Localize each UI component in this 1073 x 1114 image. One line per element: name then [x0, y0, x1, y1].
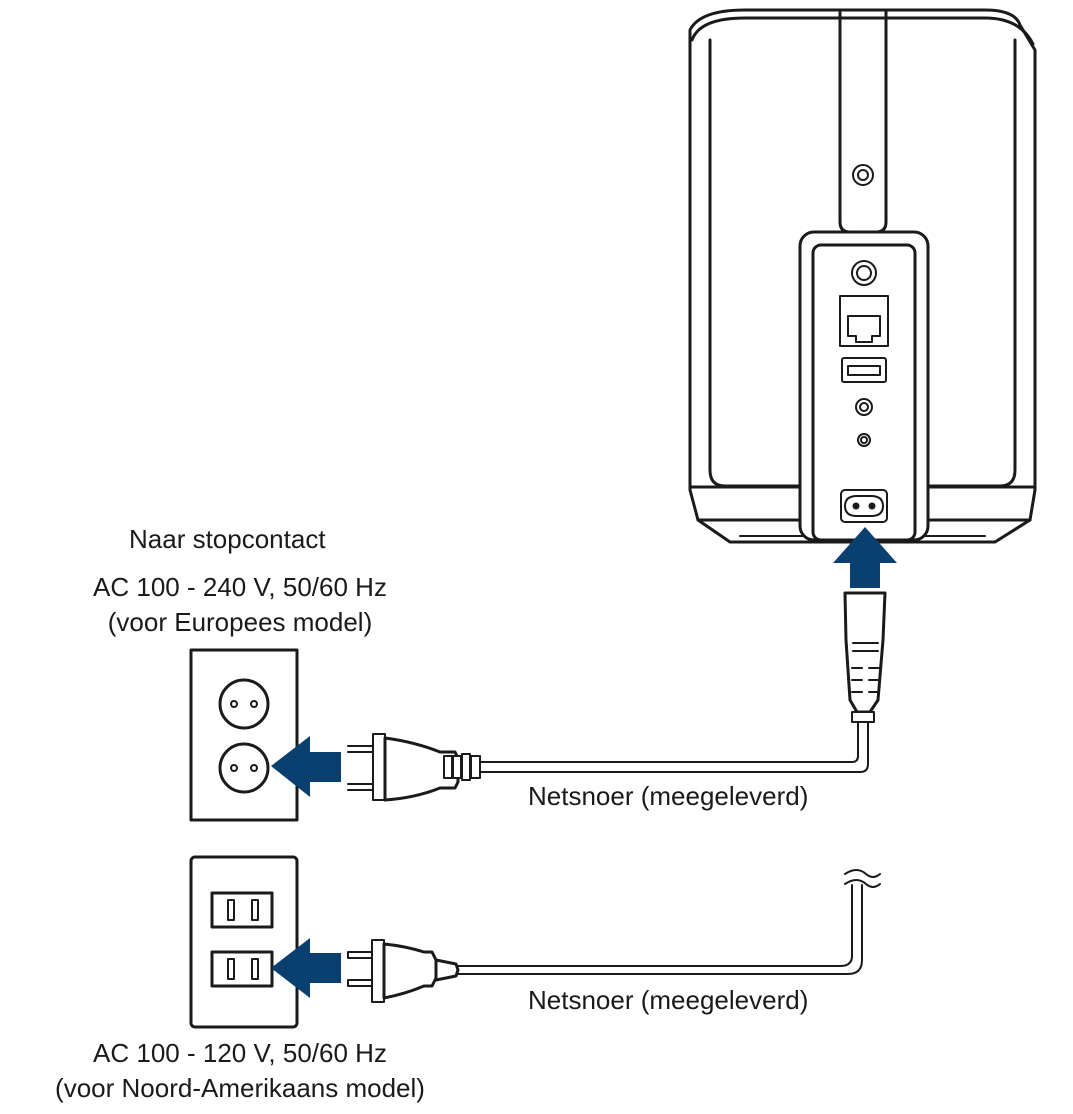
na-plug-icon: [347, 939, 460, 1003]
na-outlet-icon: [189, 855, 299, 1029]
eu-destination-label: Naar stopcontact: [129, 524, 326, 554]
eu-outlet-icon: [189, 648, 299, 822]
na-voltage-label: AC 100 - 120 V, 50/60 Hz: [93, 1038, 387, 1068]
eu-model-label: (voor Europees model): [107, 607, 373, 637]
eu-power-cord: [479, 721, 869, 773]
na-model-label: (voor Noord-Amerikaans model): [55, 1073, 425, 1103]
eu-voltage-label: AC 100 - 240 V, 50/60 Hz: [93, 572, 387, 602]
insert-arrow-na: [271, 938, 341, 998]
eu-cord-label: Netsnoer (meegeleverd): [528, 781, 809, 811]
na-power-cord: [457, 884, 863, 975]
insert-arrow-eu: [271, 736, 341, 797]
figure-8-connector-icon: [843, 591, 887, 723]
cord-break-mark: [844, 869, 881, 888]
na-cord-label: Netsnoer (meegeleverd): [528, 985, 809, 1015]
speaker-icon: [688, 8, 1037, 544]
eu-plug-icon: [347, 733, 481, 802]
insert-arrow-up: [833, 527, 897, 588]
